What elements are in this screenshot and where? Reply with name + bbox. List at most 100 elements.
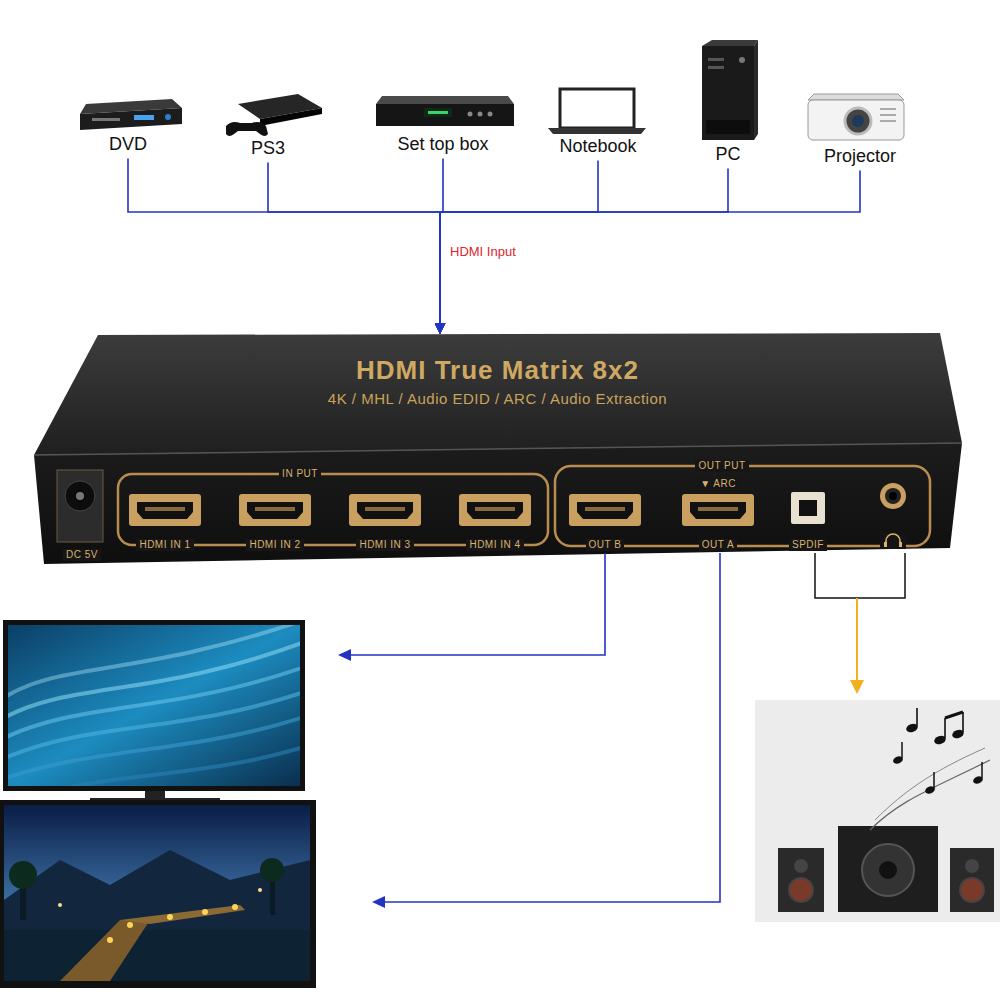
headphone-jack <box>889 492 897 500</box>
hdmi-port <box>459 494 531 526</box>
music-notes <box>944 718 946 738</box>
hdmi-port <box>475 507 515 511</box>
audio-bracket <box>815 553 905 694</box>
headphone-symbol <box>880 533 906 549</box>
device-notebook: Notebook <box>538 84 658 158</box>
signal-label: HDMI Input <box>448 244 518 260</box>
matrix-housing <box>34 333 962 564</box>
matrix-housing <box>34 333 962 455</box>
dvd-player-icon <box>165 114 171 120</box>
television <box>260 858 284 882</box>
notebook-icon <box>548 128 646 134</box>
device-label: Notebook <box>559 136 636 158</box>
pc-tower-icon <box>708 58 724 61</box>
music-notes <box>981 762 983 778</box>
output-arrowhead <box>338 649 351 661</box>
hdmi-input-line <box>440 161 598 334</box>
output-arrowhead <box>338 649 385 908</box>
music-notes <box>901 742 903 758</box>
set-top-box-icon <box>376 104 514 126</box>
device-set-top-box: Set top box <box>383 88 503 156</box>
spdif-port <box>791 492 825 524</box>
device-label: Set top box <box>397 134 488 156</box>
hdmi-input-line <box>440 171 860 334</box>
spdif-port <box>791 492 825 524</box>
television <box>4 850 310 930</box>
set-top-box-icon <box>428 111 448 114</box>
device-dvd: DVD <box>68 86 188 156</box>
headphone-symbol <box>886 534 900 545</box>
projector-icon <box>880 108 896 110</box>
matrix-housing <box>34 443 962 564</box>
device-ps3: PS3 <box>208 88 328 160</box>
music-notes <box>933 772 935 788</box>
television <box>258 888 262 892</box>
speaker-system <box>960 878 984 902</box>
set-top-box-icon <box>478 112 483 117</box>
port-band <box>118 466 930 546</box>
television <box>8 715 300 780</box>
projector-icon <box>852 115 864 127</box>
hdmi-port <box>349 494 421 526</box>
product-title: HDMI True Matrix 8x2 <box>356 355 639 386</box>
hdmi-port <box>365 507 405 511</box>
television <box>60 920 150 981</box>
headphone-jack <box>885 488 901 504</box>
hdmi-port <box>145 507 185 511</box>
game-console-icon <box>226 122 268 136</box>
hdmi-port <box>577 502 633 519</box>
music-notes <box>945 712 963 718</box>
music-notes <box>962 712 964 732</box>
speaker-system <box>950 848 994 912</box>
dvd-player-icon <box>80 99 182 130</box>
dc-jack <box>65 481 95 511</box>
speaker-system <box>755 700 1000 922</box>
game-console-icon <box>226 94 322 136</box>
television <box>127 922 133 928</box>
television <box>4 850 310 981</box>
television <box>0 800 316 988</box>
output-arrowhead <box>372 896 385 908</box>
speaker-system <box>838 826 938 912</box>
output-wire <box>384 553 720 902</box>
dc-jack <box>76 492 84 500</box>
audio-bracket <box>850 680 864 694</box>
group-label: IN PUT <box>279 468 321 480</box>
set-top-box-icon <box>488 112 493 117</box>
port-label: OUT A <box>699 539 737 551</box>
port-label: OUT B <box>586 539 625 551</box>
hdmi-port <box>569 494 641 526</box>
feature-list: 4K / MHL / Audio EDID / ARC / Audio Extr… <box>328 390 667 408</box>
projector-icon <box>880 120 896 122</box>
television <box>4 805 310 981</box>
port-label: HDMI IN 4 <box>466 539 523 551</box>
output-wire <box>350 553 720 902</box>
matrix-housing <box>34 443 962 455</box>
game-console-icon <box>260 108 322 126</box>
notebook-icon <box>560 89 634 128</box>
pc-tower-icon <box>754 40 758 140</box>
hdmi-port <box>467 502 523 519</box>
device-projector: Projector <box>800 88 920 168</box>
television <box>0 618 310 802</box>
set-top-box-icon <box>376 96 514 126</box>
music-notes <box>870 708 990 830</box>
hdmi-input-line <box>440 169 728 334</box>
television <box>8 625 300 700</box>
hdmi-port <box>255 507 295 511</box>
pc-tower-icon <box>702 40 758 140</box>
television <box>4 930 310 981</box>
hdmi-port <box>239 494 311 526</box>
dvd-player-icon <box>92 118 120 121</box>
speaker-system <box>794 859 808 873</box>
device-label: PS3 <box>251 138 285 160</box>
projector-icon <box>845 108 871 134</box>
group-label: OUT PUT <box>695 460 748 472</box>
television <box>120 905 245 924</box>
hdmi-input-line <box>128 159 440 334</box>
speaker-system <box>755 700 1000 922</box>
port-label: ▼ ARC <box>697 478 739 490</box>
